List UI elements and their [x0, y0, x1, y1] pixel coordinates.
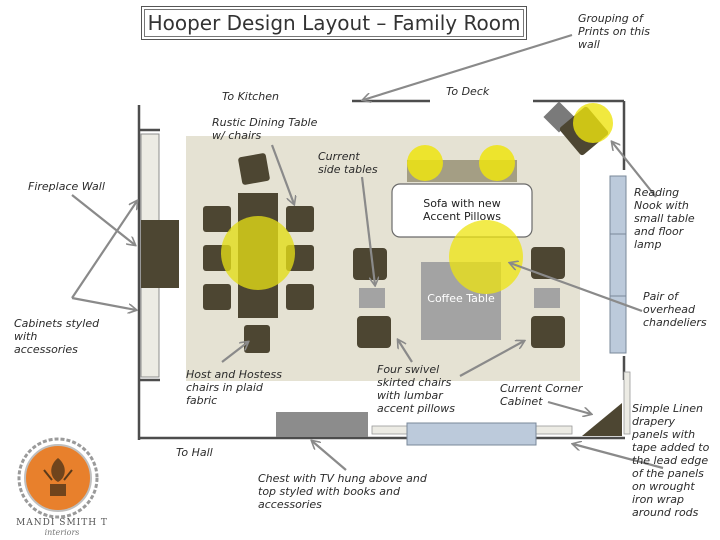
bottom-window — [406, 422, 537, 446]
label-to-hall: To Hall — [176, 446, 213, 459]
label-host-chairs: Host and Hostess chairs in plaid fabric — [186, 368, 283, 407]
label-to-kitchen: To Kitchen — [222, 90, 279, 103]
drapery-panel — [623, 371, 631, 435]
swivel-chair — [357, 316, 391, 348]
label-sofa: Sofa with new Accent Pillows — [423, 197, 501, 223]
company-logo — [17, 437, 99, 519]
dining-chair — [286, 284, 314, 310]
label-reading-nook: Reading Nook with small table and floor … — [634, 186, 695, 251]
swivel-chair — [531, 316, 565, 348]
label-to-deck: To Deck — [446, 85, 490, 98]
dining-chair — [203, 206, 231, 232]
label-fireplace-wall: Fireplace Wall — [28, 180, 105, 193]
logo-name: MANDI SMITH T — [16, 518, 108, 528]
host-chair — [244, 325, 270, 353]
floor-lamp-light — [573, 103, 613, 143]
tv-chest — [276, 412, 368, 437]
corner-cabinet — [582, 403, 622, 436]
accent-pillow-light — [479, 145, 515, 181]
label-cabinets: Cabinets styled with accessories — [14, 317, 100, 356]
label-side-tables: Current side tables — [318, 150, 378, 176]
right-windows — [609, 175, 627, 354]
accent-pillow-light — [407, 145, 443, 181]
swivel-chair — [531, 247, 565, 279]
label-chandeliers: Pair of overhead chandeliers — [643, 290, 707, 329]
swivel-chair — [353, 248, 387, 280]
side-table — [534, 288, 560, 308]
label-grouping-prints: Grouping of Prints on this wall — [578, 12, 650, 51]
dining-chair — [286, 206, 314, 232]
side-table — [359, 288, 385, 308]
fireplace — [141, 220, 179, 288]
living-chandelier-light — [449, 220, 523, 294]
page-title: Hooper Design Layout – Family Room — [141, 6, 527, 40]
annotation-arrows — [71, 33, 664, 471]
label-corner-cabinet: Current Corner Cabinet — [500, 382, 583, 408]
label-swivel-chairs: Four swivel skirted chairs with lumbar a… — [377, 363, 455, 415]
label-chest-tv: Chest with TV hung above and top styled … — [258, 472, 427, 511]
dining-chandelier-light — [221, 216, 295, 290]
dining-chair — [203, 284, 231, 310]
logo-subtitle: interiors — [44, 528, 80, 537]
label-drapery: Simple Linen drapery panels with tape ad… — [632, 402, 710, 519]
label-dining-table: Rustic Dining Table w/ chairs — [212, 116, 318, 142]
dining-chair — [238, 153, 270, 185]
label-coffee-table: Coffee Table — [427, 292, 495, 305]
